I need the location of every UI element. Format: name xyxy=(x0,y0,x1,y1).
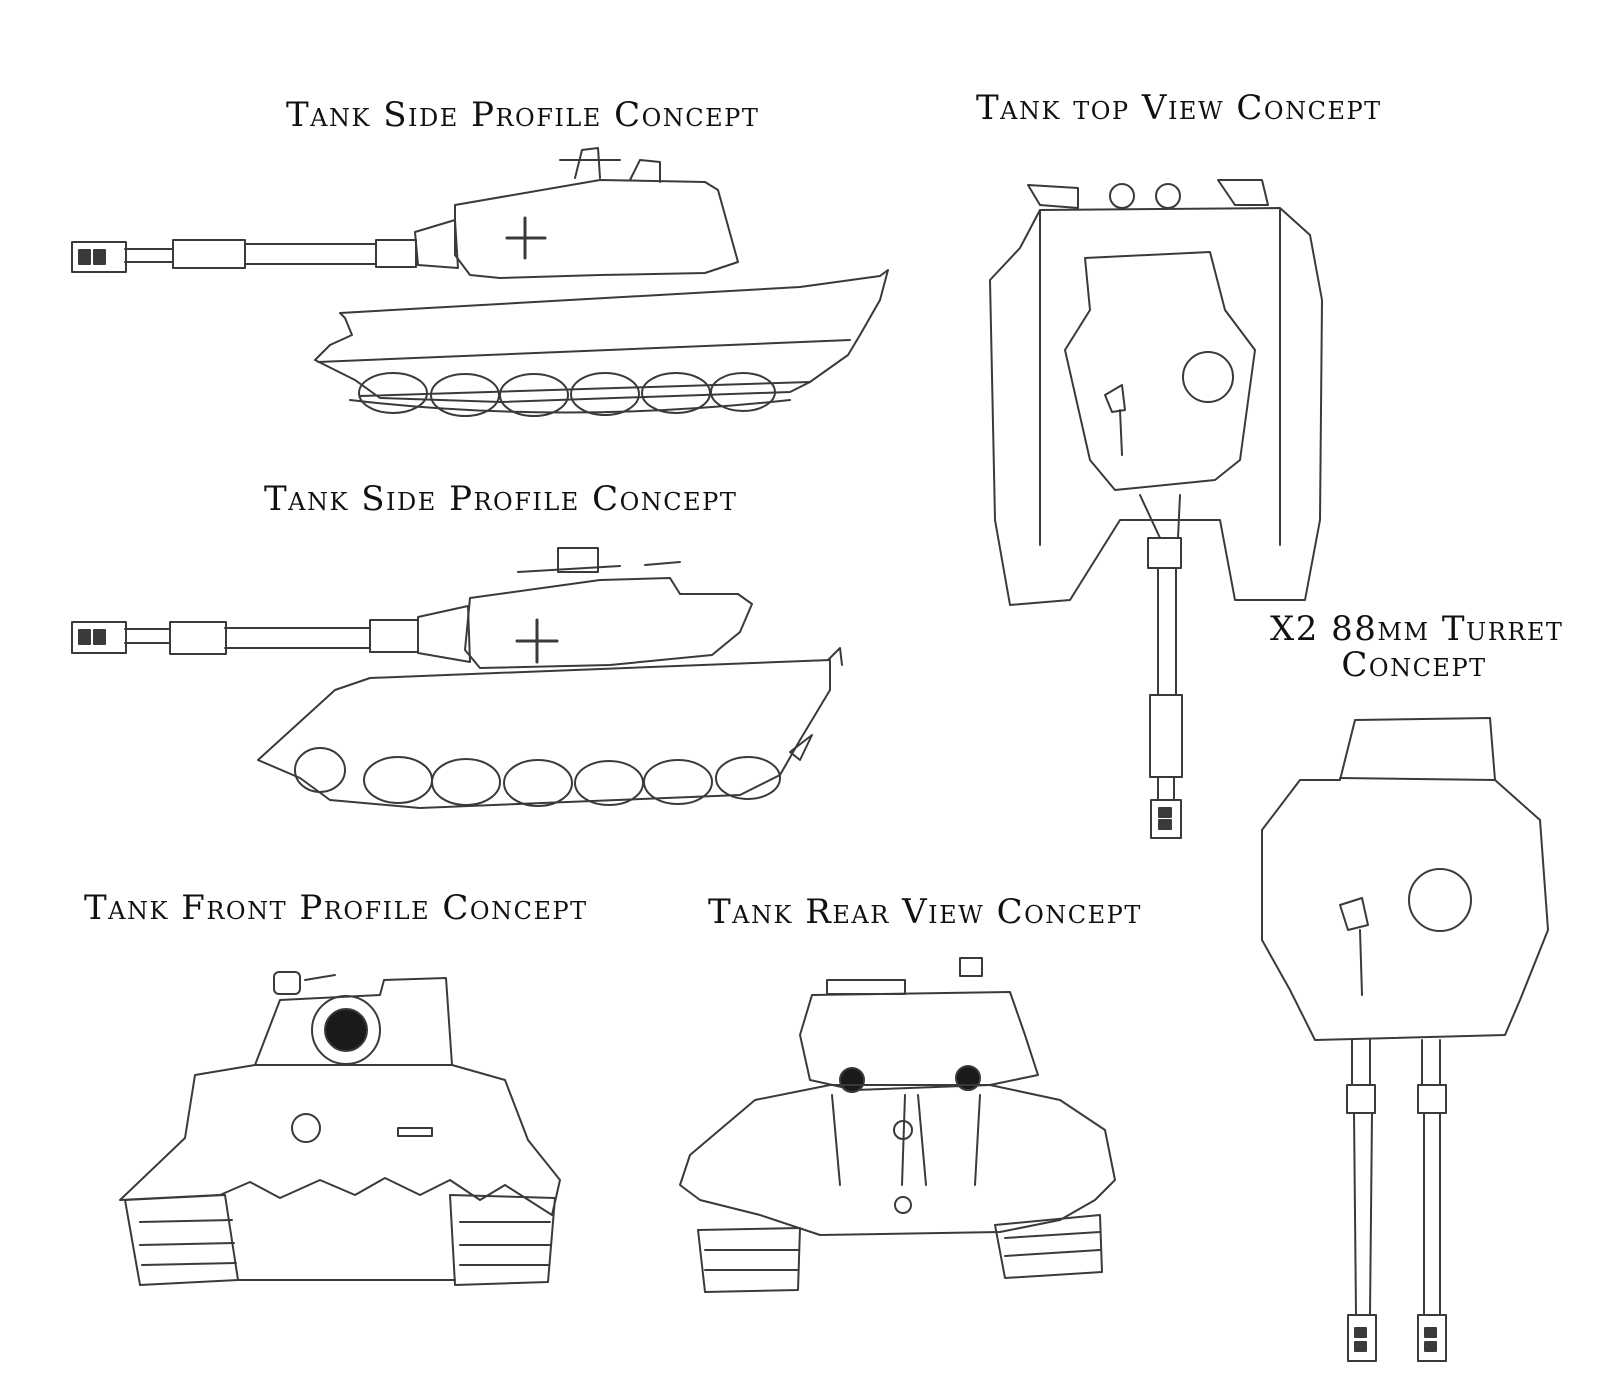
side1-cross-emblem xyxy=(507,218,545,258)
caption-turret-line-1: X2 88mm Turret xyxy=(1270,609,1564,649)
side1-turret xyxy=(376,148,738,278)
caption-side-profile-2: Tank Side Profile Concept xyxy=(264,479,738,519)
caption-rear-view: Tank Rear View Concept xyxy=(708,892,1142,932)
rear-hull xyxy=(680,1085,1115,1235)
side2-turret xyxy=(370,548,752,668)
top-gun xyxy=(1140,495,1182,838)
side1-hull xyxy=(315,270,888,402)
front-turret xyxy=(255,972,452,1065)
side-profile-2-drawing xyxy=(72,548,842,808)
front-tracks xyxy=(125,1195,555,1285)
twin-turret-body xyxy=(1262,718,1548,1040)
front-hull xyxy=(120,1065,560,1215)
twin-turret-mg xyxy=(1340,898,1368,995)
top-view-drawing xyxy=(990,180,1322,838)
rear-turret xyxy=(800,958,1038,1092)
side2-road-wheels xyxy=(295,748,780,806)
twin-turret-front-edge xyxy=(1340,778,1495,780)
side2-hull xyxy=(258,648,842,808)
caption-front-profile: Tank Front Profile Concept xyxy=(84,888,588,928)
side1-gun xyxy=(72,240,376,272)
rear-view-drawing xyxy=(680,958,1115,1292)
rear-tracks xyxy=(698,1215,1102,1292)
caption-side-profile-1: Tank Side Profile Concept xyxy=(286,95,760,135)
caption-turret-line-2: Concept xyxy=(1341,645,1487,685)
top-hull xyxy=(990,180,1322,605)
side1-road-wheels xyxy=(350,373,790,416)
caption-top-view: Tank top View Concept xyxy=(976,88,1382,128)
side-profile-1-drawing xyxy=(72,148,888,416)
side2-gun xyxy=(72,622,370,654)
twin-turret-drawing xyxy=(1262,718,1548,1361)
side2-cross-emblem xyxy=(517,620,557,662)
twin-guns xyxy=(1347,1040,1446,1361)
front-profile-drawing xyxy=(120,972,560,1285)
twin-turret-cupola xyxy=(1409,869,1471,931)
top-turret xyxy=(1065,252,1255,490)
